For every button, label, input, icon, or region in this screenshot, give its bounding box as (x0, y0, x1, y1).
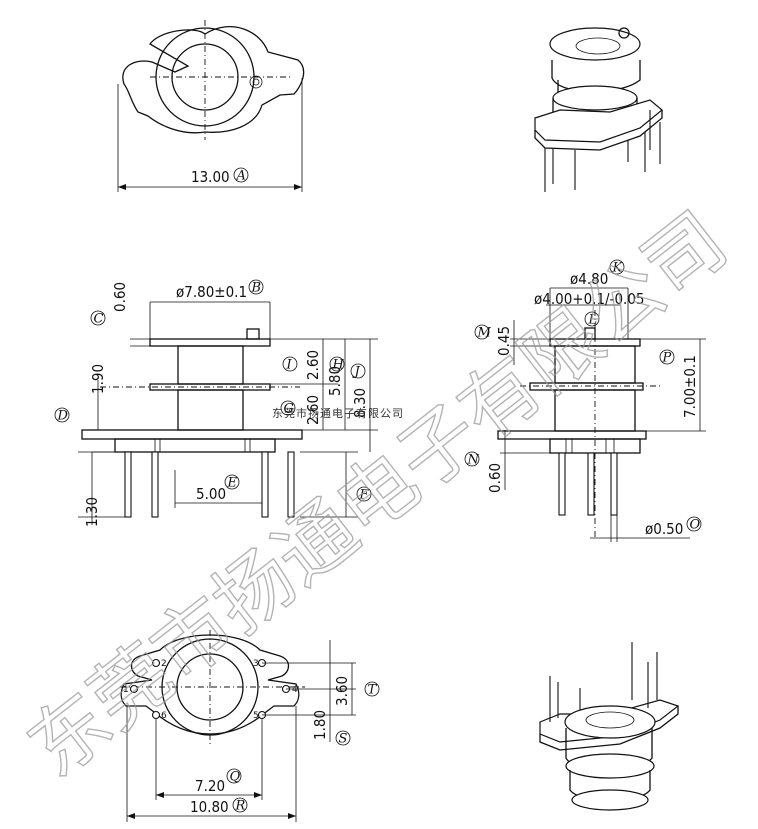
flange-diameter-label: ø7.80±0.1 (176, 283, 247, 301)
overall-height-label: 8.30 (351, 388, 369, 418)
ref-i: I (286, 358, 293, 373)
ref-s: S (339, 732, 348, 747)
flange-thickness-label: 0.45 (495, 326, 513, 356)
ref-j: J (352, 365, 361, 380)
ref-k: K (612, 261, 624, 276)
ref-f: F (359, 488, 370, 503)
ref-l: L (588, 313, 598, 328)
isometric-view-bottom (539, 642, 680, 811)
ref-t: T (368, 683, 378, 698)
pin-offset-label: 1.80 (311, 710, 329, 740)
front-view: ø7.80±0.1 B 0.60 C 1.90 D 5.00 E F 2.60 … (54, 279, 378, 527)
company-label: 东莞市扬通电子有限公司 (272, 406, 404, 420)
top-flange-outline (122, 26, 305, 134)
pin-1-label: 1 (123, 685, 129, 695)
pin-6-label: 6 (161, 711, 167, 721)
top-view: 13.00 A (117, 20, 305, 192)
pin-spacing-label: 5.00 (196, 485, 226, 503)
pin-diameter-label: ø0.50 (645, 520, 683, 538)
bottom-width-label: 10.80 (190, 798, 229, 816)
ref-r: R (235, 799, 246, 814)
pin-3-label: 3 (253, 659, 259, 669)
ref-m: M (477, 326, 492, 341)
ref-p: P (662, 351, 672, 366)
ref-b: B (251, 281, 262, 296)
pin-row-pitch-label: 7.20 (195, 777, 225, 795)
ref-a: A (236, 169, 246, 184)
pin-column-pitch-label: 3.60 (333, 676, 351, 706)
ref-n: N (467, 453, 480, 468)
pin-4-label: 4 (292, 685, 298, 695)
top-width-label: 13.00 (191, 168, 230, 186)
pin-length-label: 1.30 (83, 497, 101, 527)
section1-label: 2.60 (304, 350, 322, 380)
side-view: ø4.80 K ø4.00+0.1/-0.05 L 0.45 M 0.60 N … (464, 259, 706, 542)
ref-c: C (94, 312, 104, 327)
top-flange-thickness-label: 0.60 (111, 282, 129, 312)
body-height-label: 7.00±0.1 (681, 355, 699, 418)
section-total-label: 5.80 (326, 366, 344, 396)
ref-e: E (227, 476, 238, 491)
standoff-label: 0.60 (486, 463, 504, 493)
ref-g: G (284, 402, 294, 417)
base-height-label: 1.90 (89, 364, 107, 394)
section2-label: 2.60 (304, 395, 322, 425)
ref-h: H (332, 358, 345, 373)
pin-2-label: 2 (161, 659, 167, 669)
pin-5-label: 5 (253, 711, 259, 721)
ref-q: Q (230, 770, 241, 785)
outer-diameter-label: ø4.80 (570, 270, 608, 288)
isometric-view-top (534, 27, 663, 192)
inner-diameter-label: ø4.00+0.1/-0.05 (534, 290, 645, 308)
ref-o: O (690, 518, 701, 533)
ref-d: D (57, 409, 69, 424)
bottom-view: 1 2 3 4 5 6 7.20 Q 10.80 R 3.60 1.80 T S (120, 630, 380, 822)
